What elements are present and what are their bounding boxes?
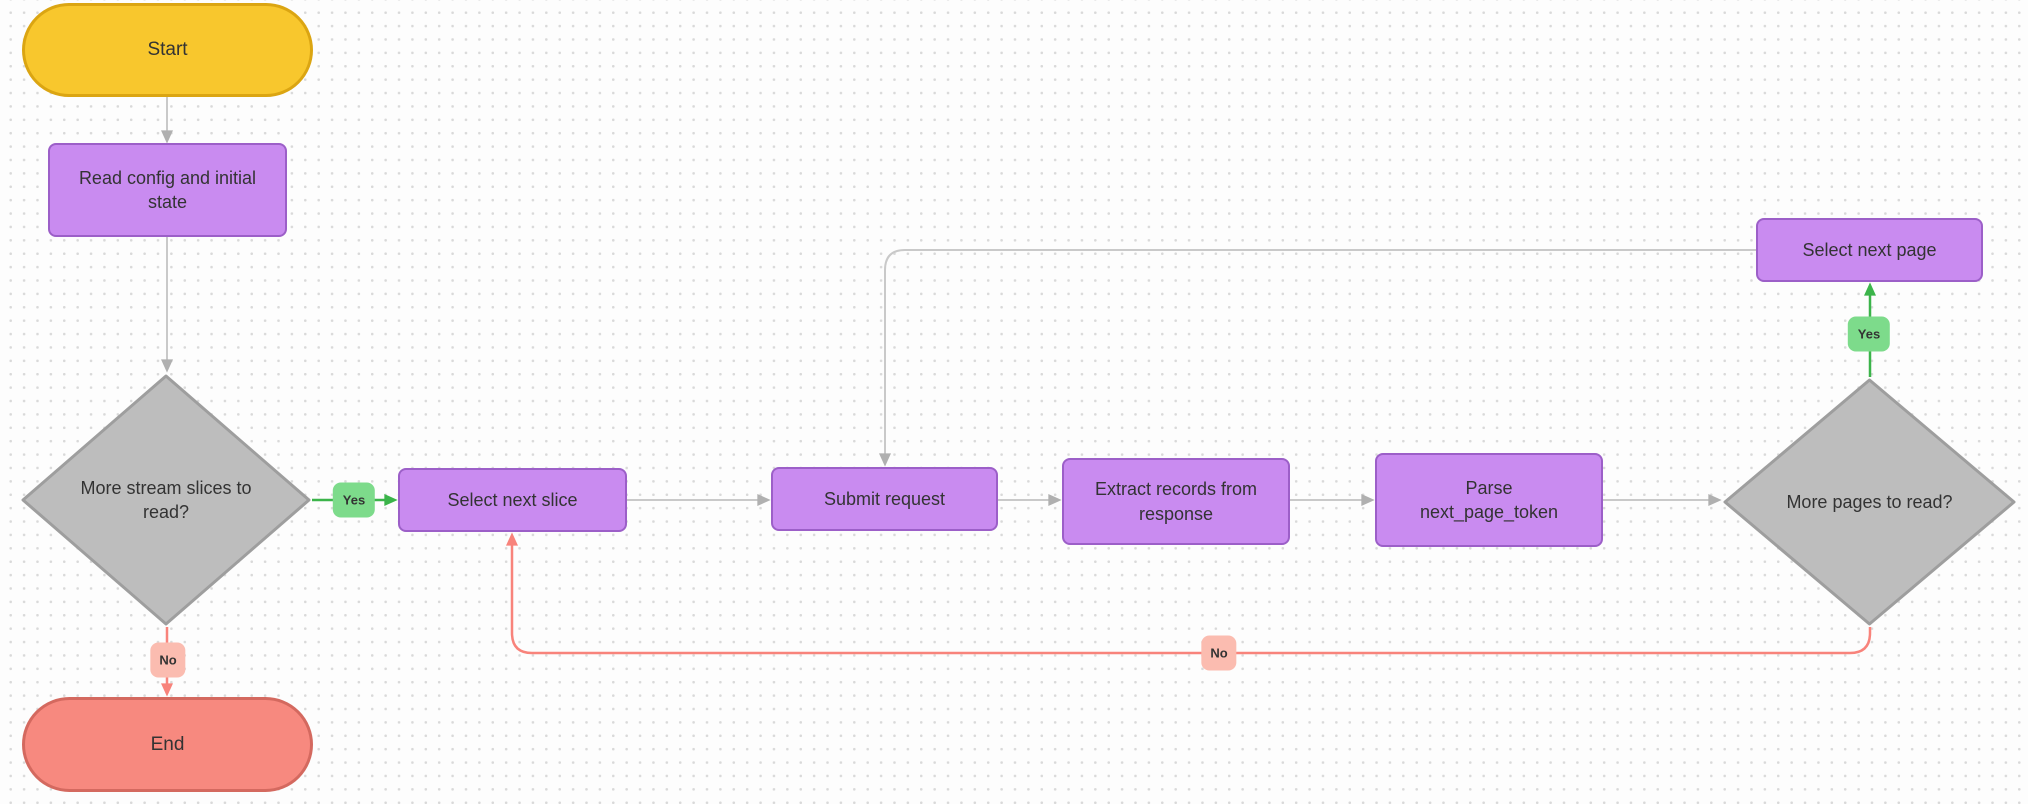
edge-pages-decision-no-to-select-slice (506, 532, 1872, 655)
node-more-pages[interactable]: More pages to read? (1722, 377, 2017, 627)
node-start-label: Start (147, 39, 188, 61)
node-read-config[interactable]: Read config and initial state (48, 143, 287, 237)
node-select-next-slice-label: Select next slice (447, 489, 578, 510)
node-select-next-page[interactable]: Select next page (1756, 218, 1983, 282)
node-start[interactable]: Start (22, 3, 313, 97)
node-read-config-label: Read config and initial state (78, 167, 257, 212)
node-parse-next-page-token[interactable]: Parse next_page_token (1375, 453, 1603, 547)
node-more-stream-slices[interactable]: More stream slices to read? (20, 373, 312, 627)
node-more-stream-slices-label: More stream slices to read? (80, 477, 252, 522)
node-extract-records[interactable]: Extract records from response (1062, 458, 1290, 545)
edge-label-stream-yes[interactable]: Yes (332, 482, 376, 518)
node-extract-records-label: Extract records from response (1094, 479, 1258, 524)
decision-diamond-shape (1723, 378, 2016, 626)
node-submit-request[interactable]: Submit request (771, 467, 998, 531)
node-select-next-page-label: Select next page (1802, 239, 1937, 260)
node-submit-request-label: Submit request (823, 488, 946, 509)
decision-diamond-shape (21, 374, 311, 626)
edge-label-stream-no[interactable]: No (150, 642, 186, 678)
node-more-pages-label: More pages to read? (1786, 491, 1953, 512)
node-select-next-slice[interactable]: Select next slice (398, 468, 627, 532)
edge-select-page-to-submit (879, 249, 1756, 467)
node-end-label: End (150, 733, 185, 755)
node-parse-next-page-token-label: Parse next_page_token (1419, 477, 1559, 522)
edge-label-pages-no[interactable]: No (1201, 635, 1237, 671)
edge-label-pages-yes[interactable]: Yes (1847, 316, 1891, 352)
node-end[interactable]: End (22, 697, 313, 792)
